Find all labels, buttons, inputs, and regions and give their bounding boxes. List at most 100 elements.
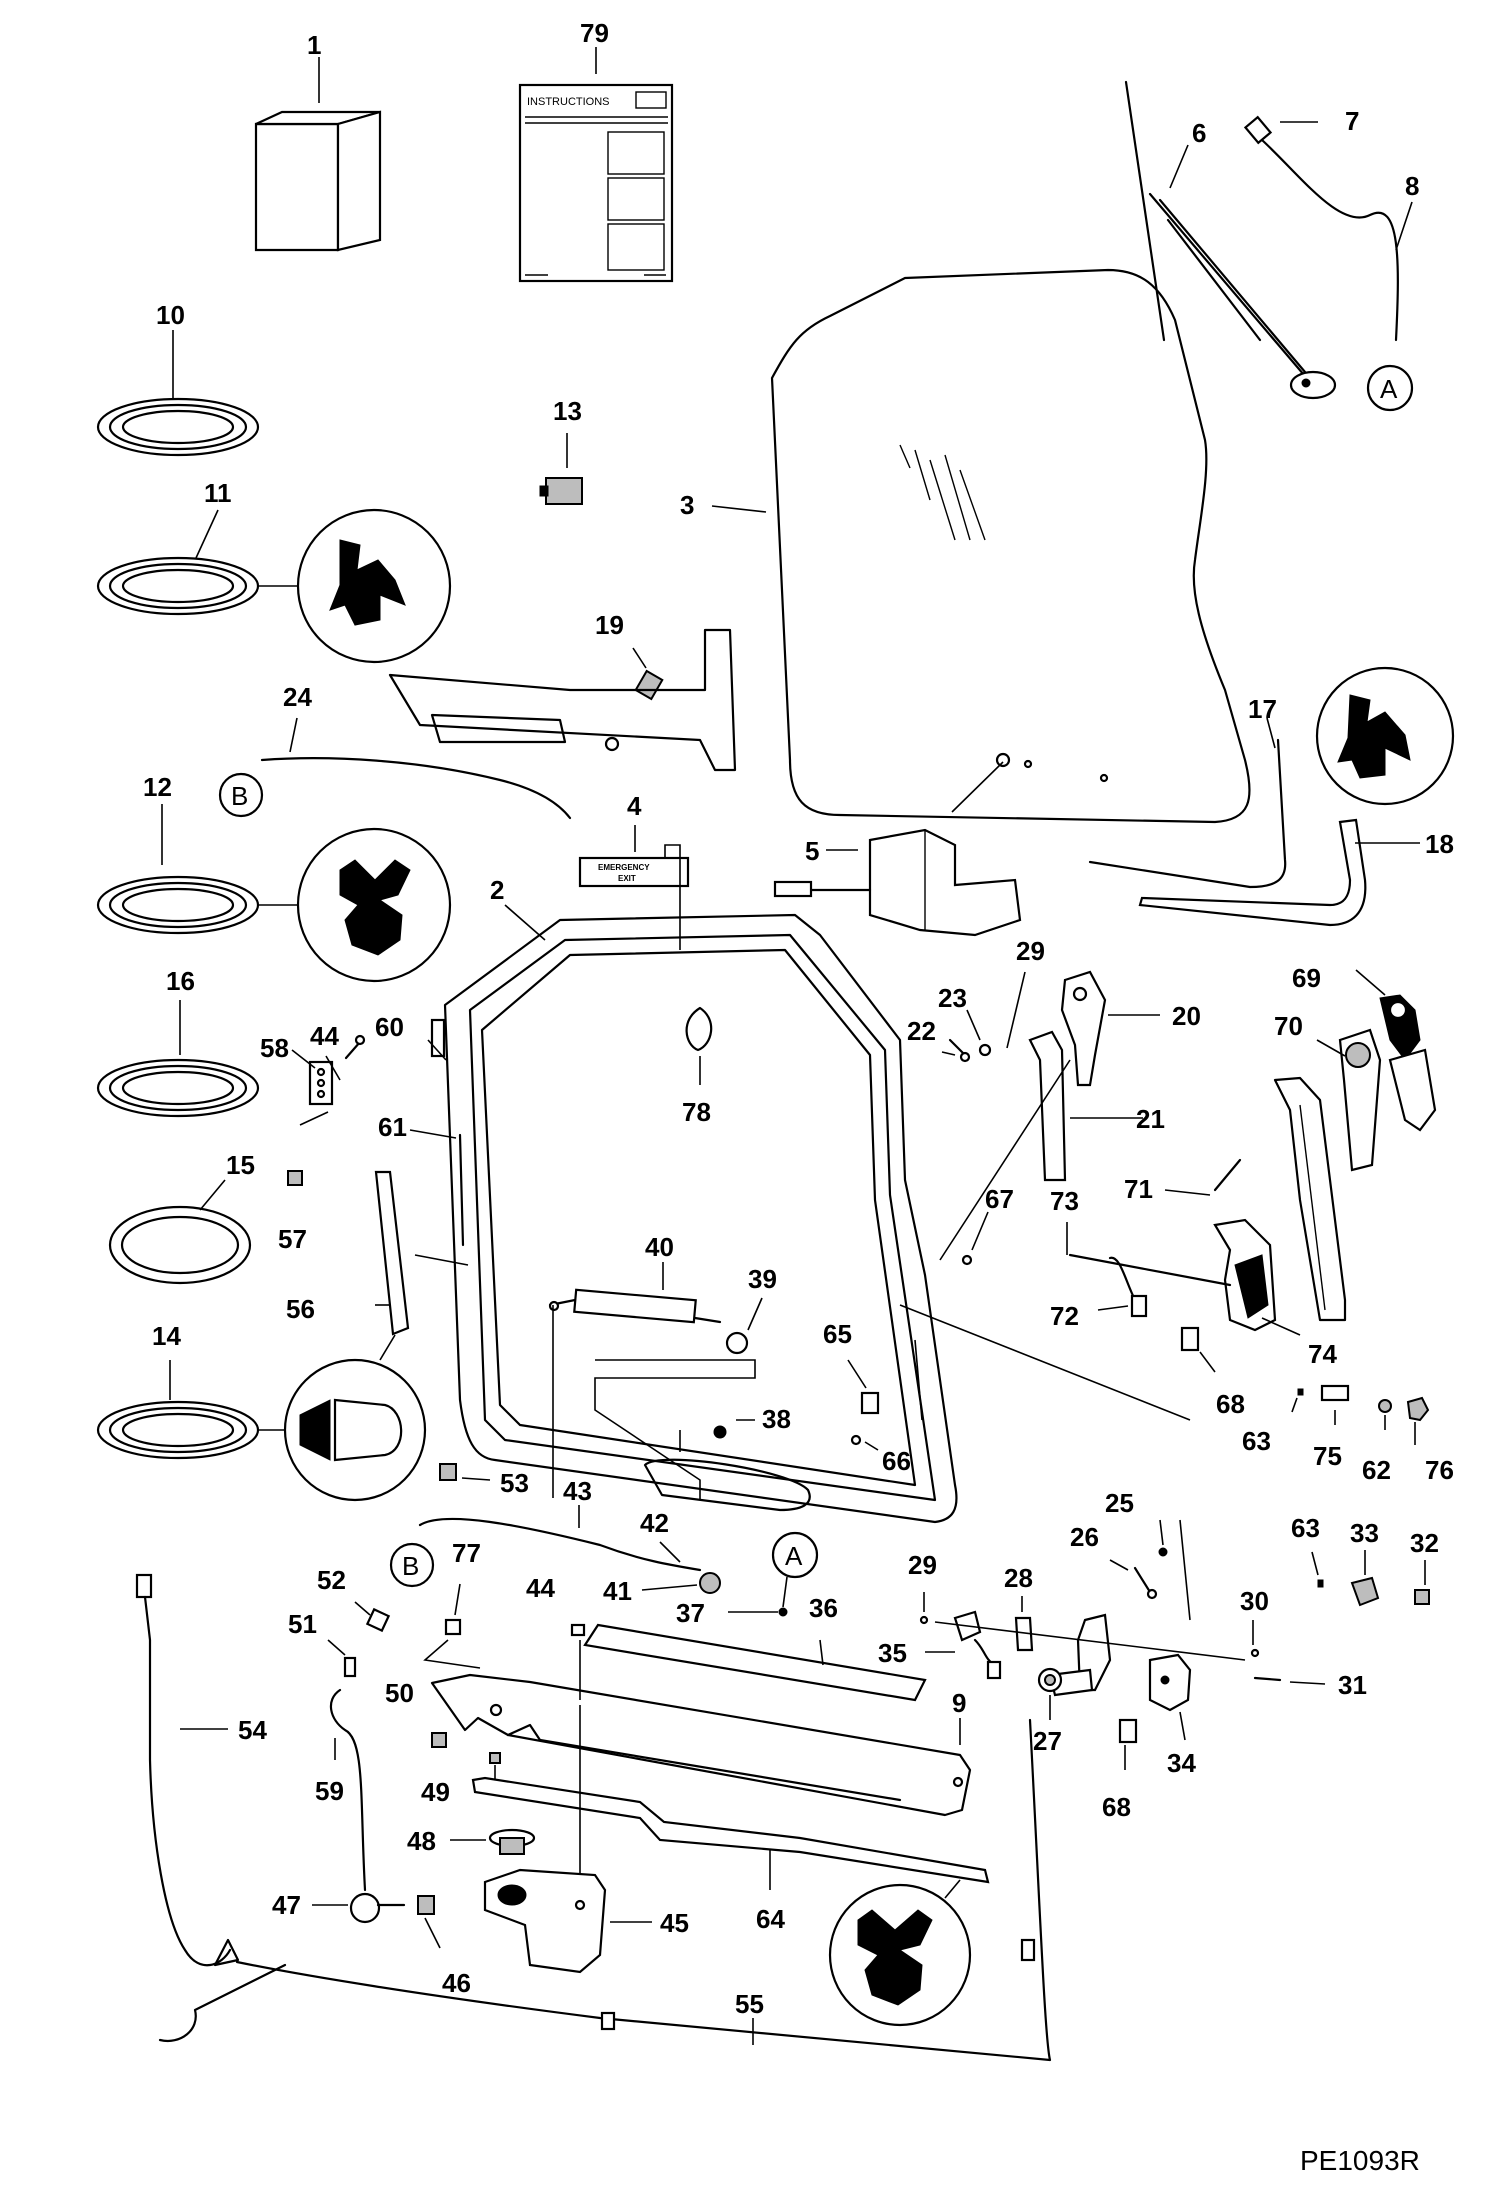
callout-71: 71 <box>1124 1174 1153 1204</box>
part-71-screw <box>1164 1158 1242 1196</box>
part-64-seal-strip <box>471 1776 990 2027</box>
callout-2: 2 <box>490 875 504 905</box>
part-39-end <box>725 1297 763 1355</box>
callout-45: 45 <box>660 1908 689 1938</box>
part-40-gas-spring <box>548 1262 722 1324</box>
part-19-fitting <box>632 647 664 701</box>
part-70-handle <box>1316 1028 1382 1172</box>
part-74-latch <box>1068 1218 1301 1336</box>
part-1-kit-box <box>254 57 382 252</box>
callout-16: 16 <box>166 966 195 996</box>
callout-79: 79 <box>580 18 609 48</box>
callout-62: 62 <box>1362 1455 1391 1485</box>
ref-letter-a-mid: A <box>785 1541 803 1571</box>
callout-4: 4 <box>627 791 642 821</box>
callout-17: 17 <box>1248 694 1277 724</box>
part-69-inner-handle <box>1355 969 1437 1132</box>
part-38-grommet <box>713 1419 755 1439</box>
callout-70: 70 <box>1274 1011 1303 1041</box>
callout-48: 48 <box>407 1826 436 1856</box>
callout-73: 73 <box>1050 1186 1079 1216</box>
part-13-switch <box>539 433 583 505</box>
part-49-nut <box>489 1752 501 1780</box>
ref-letter-b-mid: B <box>402 1551 419 1581</box>
callout-44-low: 44 <box>526 1573 555 1603</box>
part-5-wiper-motor <box>773 761 1022 937</box>
callout-12: 12 <box>143 772 172 802</box>
part-55-harness <box>158 1718 1052 2062</box>
callout-14: 14 <box>152 1321 181 1351</box>
callout-33: 33 <box>1350 1518 1379 1548</box>
part-28-plate <box>1014 1596 1034 1652</box>
callout-69: 69 <box>1292 963 1321 993</box>
callout-19: 19 <box>595 610 624 640</box>
callout-13: 13 <box>553 396 582 426</box>
part-43-cable-assembly <box>552 1305 756 1528</box>
callout-9: 9 <box>952 1688 966 1718</box>
callout-42: 42 <box>640 1508 669 1538</box>
callout-28: 28 <box>1004 1563 1033 1593</box>
parts-63-33-32 <box>1311 1550 1430 1607</box>
callout-30: 30 <box>1240 1586 1269 1616</box>
part-9-bottom-rail <box>430 1673 972 1817</box>
callout-43: 43 <box>563 1476 592 1506</box>
callout-72: 72 <box>1050 1301 1079 1331</box>
part-47-tee <box>312 1892 406 1924</box>
callout-20: 20 <box>1172 1001 1201 1031</box>
callout-56: 56 <box>286 1294 315 1324</box>
part-52-nozzle <box>354 1601 391 1633</box>
door-pillar <box>1273 1076 1347 1322</box>
callout-53: 53 <box>500 1468 529 1498</box>
latch-mechanism <box>934 1519 1246 1697</box>
callout-44-top: 44 <box>310 1021 339 1051</box>
ref-a-mid: A <box>728 1531 819 1617</box>
lower-bar <box>643 1458 811 1512</box>
part-60-hinge <box>427 1018 447 1061</box>
callout-23: 23 <box>938 983 967 1013</box>
part-65-clip <box>847 1359 880 1415</box>
part-21-handle <box>1028 1030 1143 1182</box>
part-18-seal <box>1138 666 1455 927</box>
callout-50: 50 <box>385 1678 414 1708</box>
callout-24: 24 <box>283 682 312 712</box>
part-54-harness <box>135 1573 240 1967</box>
instructions-label: INSTRUCTIONS <box>527 96 610 108</box>
part-29-screw-low <box>919 1592 929 1625</box>
callout-51: 51 <box>288 1609 317 1639</box>
part-77-fitting <box>423 1583 481 1669</box>
callout-54: 54 <box>238 1715 267 1745</box>
part-41-knob <box>641 1572 721 1594</box>
part-27-roller <box>1037 1667 1063 1720</box>
callout-25: 25 <box>1105 1488 1134 1518</box>
glass-reflection-marks <box>899 444 986 541</box>
callout-18: 18 <box>1425 829 1454 859</box>
callout-11: 11 <box>204 478 232 508</box>
callout-63-low: 63 <box>1291 1513 1320 1543</box>
part-48-cap <box>450 1828 536 1855</box>
ref-letter-a: A <box>1380 374 1398 404</box>
callout-74: 74 <box>1308 1339 1337 1369</box>
callout-68-low: 68 <box>1102 1792 1131 1822</box>
part-53-nut <box>439 1463 491 1481</box>
callout-78: 78 <box>682 1097 711 1127</box>
callout-52: 52 <box>317 1565 346 1595</box>
decal-text-1: EMERGENCY <box>598 863 650 872</box>
callout-29-low: 29 <box>908 1550 937 1580</box>
callout-35: 35 <box>878 1638 907 1668</box>
callout-32: 32 <box>1410 1528 1439 1558</box>
part-66-screw <box>850 1339 923 1451</box>
callout-15: 15 <box>226 1150 255 1180</box>
part-22-screw <box>941 1038 971 1063</box>
part-44-bolt-lower <box>570 1623 586 1875</box>
callout-37: 37 <box>676 1598 705 1628</box>
part-3-windshield-glass <box>711 268 1251 824</box>
callout-29: 29 <box>1016 936 1045 966</box>
callout-3: 3 <box>680 490 694 520</box>
callout-41: 41 <box>603 1576 632 1606</box>
part-44-bolt-top <box>325 1034 366 1081</box>
part-23-washer <box>966 1009 992 1057</box>
callout-58: 58 <box>260 1033 289 1063</box>
part-26-screw <box>1109 1559 1158 1600</box>
header-channel <box>388 628 737 772</box>
callout-64: 64 <box>756 1904 785 1934</box>
